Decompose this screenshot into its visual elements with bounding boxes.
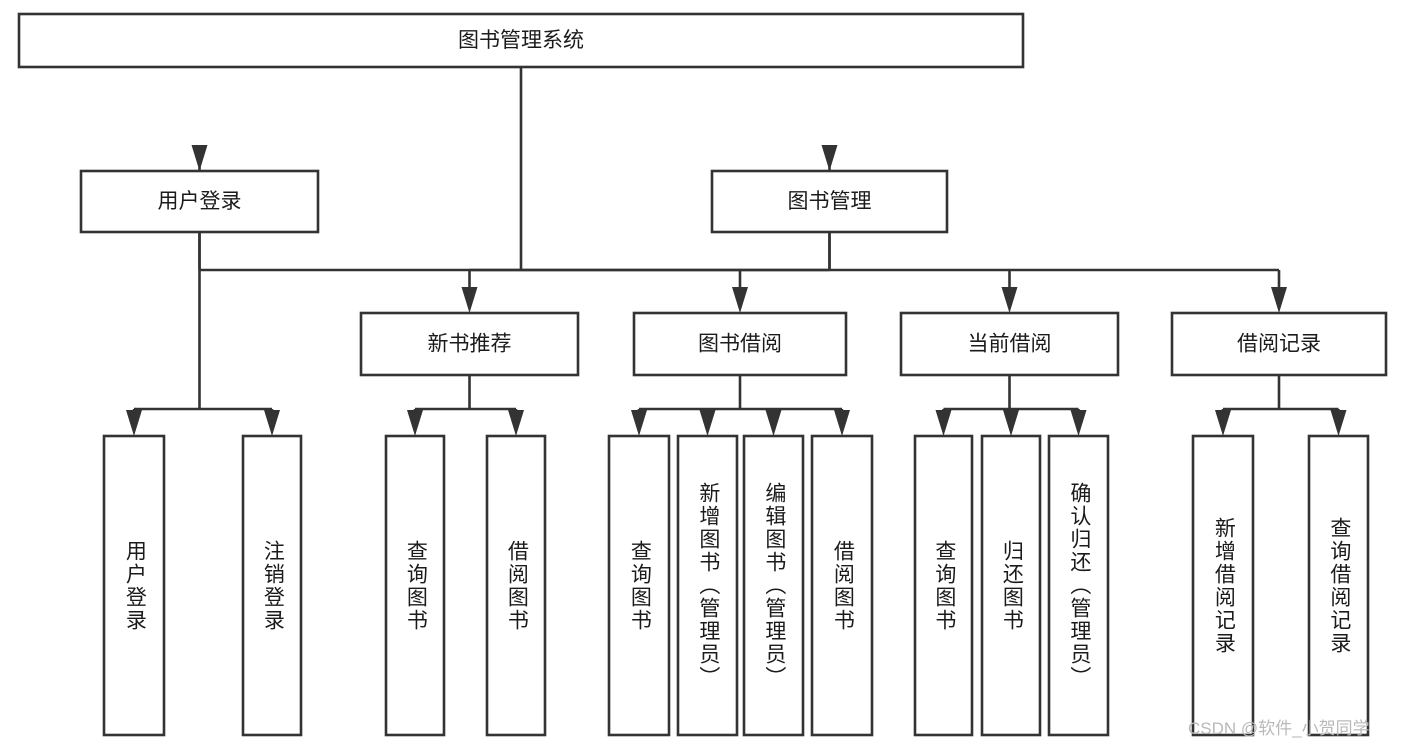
node-box-root[interactable] xyxy=(17,12,1025,69)
node-box-b-query[interactable] xyxy=(607,434,671,737)
node-label-bookmgmt: 图书管理 xyxy=(788,190,872,213)
node-box-c-confirm[interactable] xyxy=(1047,434,1110,737)
node-label-newbook: 新书推荐 xyxy=(428,333,512,356)
node-box-b-add[interactable] xyxy=(676,434,739,737)
node-box-n-borrow[interactable] xyxy=(485,434,547,737)
node-box-r-add[interactable] xyxy=(1191,434,1255,737)
node-box-n-query[interactable] xyxy=(384,434,446,737)
node-label-records: 借阅记录 xyxy=(1237,333,1321,356)
node-box-b-lend[interactable] xyxy=(810,434,874,737)
node-label-borrow: 图书借阅 xyxy=(698,333,782,356)
node-box-login[interactable] xyxy=(79,169,320,234)
node-label-login: 用户登录 xyxy=(158,190,242,213)
watermark-text: CSDN @软件_小贺同学 xyxy=(1188,719,1370,738)
node-box-records[interactable] xyxy=(1170,311,1388,377)
node-box-borrow[interactable] xyxy=(632,311,848,377)
node-box-l-login[interactable] xyxy=(102,434,166,737)
node-label-root: 图书管理系统 xyxy=(458,29,584,52)
node-box-current[interactable] xyxy=(899,311,1120,377)
node-box-c-return[interactable] xyxy=(980,434,1042,737)
node-box-r-query[interactable] xyxy=(1307,434,1370,737)
node-box-c-query[interactable] xyxy=(913,434,974,737)
node-box-l-logout[interactable] xyxy=(241,434,303,737)
node-box-layer xyxy=(17,12,1388,737)
node-box-bookmgmt[interactable] xyxy=(710,169,949,234)
connector-layer xyxy=(126,67,1347,436)
node-box-newbook[interactable] xyxy=(359,311,580,377)
node-label-current: 当前借阅 xyxy=(968,333,1052,356)
node-box-b-edit[interactable] xyxy=(742,434,805,737)
